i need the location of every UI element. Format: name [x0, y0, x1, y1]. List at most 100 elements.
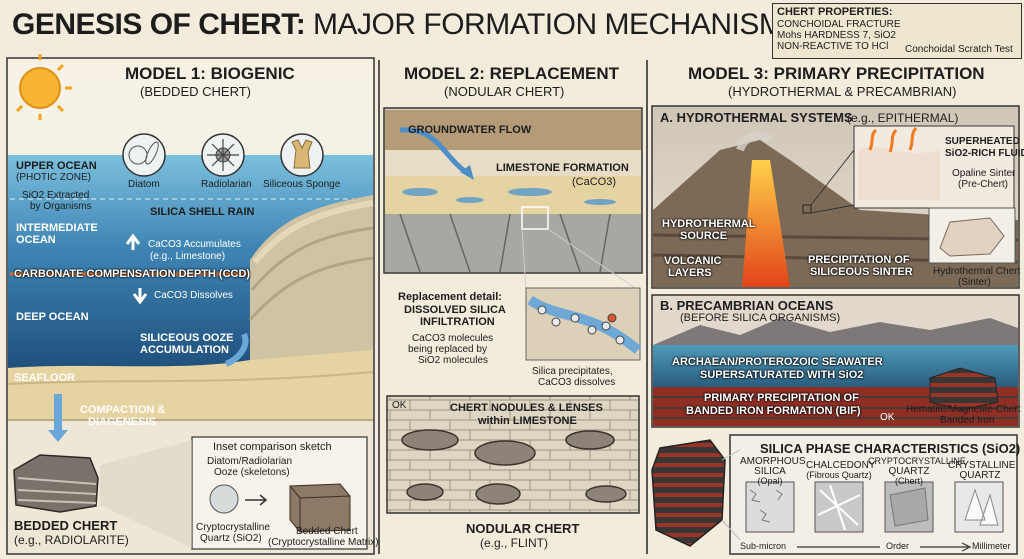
radiolarian-icon	[201, 133, 245, 177]
seafloor-label: SEAFLOOR	[14, 372, 76, 384]
precipitation-sinter-label: PRECIPITATION OF	[808, 254, 910, 266]
scale-right-label: Millimeter	[972, 541, 1011, 551]
infiltration-label: INFILTRATION	[420, 316, 495, 328]
before-silica-organisms-label: (BEFORE SILICA ORGANISMS)	[680, 312, 841, 324]
photic-zone-label: (PHOTIC ZONE)	[16, 172, 91, 183]
ooze-arrow	[224, 332, 249, 367]
property-line: CONCHOIDAL FRACTURE	[777, 19, 901, 30]
caco3-molecules-label: CaCO3 molecules	[412, 333, 494, 344]
model2-title: MODEL 2: REPLACEMENT	[404, 64, 620, 83]
sio2-fluids-label: SiO2-RICH FLUIDS	[945, 148, 1024, 159]
ok-label: OK	[392, 400, 407, 411]
diatom-label: Diatom	[128, 179, 160, 190]
hydrothermal-source-label: HYDROTHERMAL	[662, 218, 756, 230]
scale-left-label: Sub-micron	[740, 541, 787, 551]
opaline-sinter-label: Opaline Sinter	[952, 168, 1016, 179]
ccd-label: CARBONATE COMPENSATION DEPTH (CCD)	[14, 268, 251, 280]
lava-flow	[742, 160, 790, 287]
flint-label: (e.g., FLINT)	[480, 536, 549, 550]
caco3-accumulates-label: CaCO3 Accumulates	[148, 239, 241, 250]
precambrian-title: B. PRECAMBRIAN OCEANS	[660, 298, 834, 313]
page-title-rest: MAJOR FORMATION MECHANISMS	[313, 8, 803, 41]
limestone-formula-label: (CaCO3)	[572, 176, 617, 188]
model3-subtitle: (HYDROTHERMAL & PRECAMBRIAN)	[728, 84, 957, 99]
bif-sample-rock	[929, 367, 999, 411]
phase-quartz-label: CRYSTALLINE	[948, 460, 1016, 471]
bedded-chert-rock	[13, 454, 99, 513]
compaction-label: COMPACTION &	[80, 404, 166, 416]
ooze-circle	[209, 484, 239, 514]
caco3-dissolves-label-2: CaCO3 dissolves	[538, 377, 616, 388]
inset-ooze-label: Diatom/Radiolarian	[207, 456, 293, 467]
being-replaced-label: being replaced by	[408, 344, 487, 355]
primary-precipitation-label: PRIMARY PRECIPITATION OF	[704, 392, 859, 404]
bedded-chert-block	[289, 483, 351, 533]
by-organisms-label: by Organisms	[30, 201, 92, 212]
ooze-accumulation-label: ACCUMULATION	[140, 344, 230, 356]
intermediate-ocean-label: INTERMEDIATE	[16, 222, 98, 234]
seafloor-sediment	[8, 350, 373, 420]
model2-subtitle: (NODULAR CHERT)	[444, 84, 565, 99]
radiolarite-label: (e.g., RADIOLARITE)	[14, 533, 129, 547]
separator-2	[646, 60, 648, 554]
dissolved-silica-label: DISSOLVED SILICA	[404, 304, 506, 316]
sponge-label: Siliceous Sponge	[263, 179, 341, 190]
model3-title: MODEL 3: PRIMARY PRECIPITATION	[688, 64, 985, 83]
supersaturated-label: SUPERSATURATED WITH SiO2	[700, 369, 864, 381]
model1-title: MODEL 1: BIOGENIC	[125, 64, 295, 83]
bif-label: BANDED IRON FORMATION (BIF)	[686, 405, 861, 417]
replacement-detail-label: Replacement detail:	[398, 291, 502, 303]
sponge-icon	[280, 133, 324, 177]
inset-crypto-label-2: Quartz (SiO2)	[200, 533, 262, 544]
phase-opal-label-2: SILICA	[754, 466, 786, 477]
bedded-chert-label: BEDDED CHERT	[14, 518, 118, 533]
sinter-label: (Sinter)	[958, 277, 991, 288]
ok-label-2: OK	[880, 412, 895, 423]
archaean-seawater-label: ARCHAEAN/PROTEROZOIC SEAWATER	[672, 356, 883, 368]
phase-chalcedony-label: CHALCEDONY	[806, 460, 876, 471]
caco3-dissolves-label: CaCO3 Dissolves	[154, 290, 233, 301]
silica-phase-title: SILICA PHASE CHARACTERISTICS (SiO2)	[760, 441, 1021, 456]
groundwater-label: GROUNDWATER FLOW	[408, 124, 532, 136]
phase-quartz-label-2: QUARTZ	[959, 470, 1001, 481]
sio2-extracted-label: SiO2 Extracted	[22, 190, 90, 201]
inset-title: Inset comparison sketch	[213, 441, 332, 453]
page-title: GENESIS OF CHERT: MAJOR FORMATION MECHAN…	[12, 8, 803, 42]
within-limestone-label: within LIMESTONE	[478, 415, 577, 427]
phase-chert-label: CRYPTOCRYSTALLINE	[868, 456, 966, 466]
pre-chert-label: (Pre-Chert)	[958, 179, 1009, 190]
property-line: NON-REACTIVE TO HCl	[777, 41, 889, 52]
intermediate-ocean-label-2: OCEAN	[16, 234, 56, 246]
phase-swatch-opal	[745, 481, 795, 533]
epithermal-label: (e.g., EPITHERMAL)	[847, 111, 959, 125]
property-line: Mohs HARDNESS 7, SiO2	[777, 30, 896, 41]
phase-chalcedony-label-2: (Fibrous Quartz)	[806, 470, 872, 480]
inset-crypto-label: Cryptocrystalline	[196, 522, 270, 533]
sio2-molecules-label: SiO2 molecules	[418, 355, 489, 366]
layers-label: LAYERS	[668, 267, 712, 279]
deep-ocean-label: DEEP OCEAN	[16, 311, 89, 323]
inset-ooze-label-2: Ooze (skeletons)	[214, 467, 290, 478]
groundwater-arrow	[399, 127, 472, 178]
hematite-label: Hematite/Magnetite-Chert	[906, 404, 1021, 415]
silica-shell-rain-label: SILICA SHELL RAIN	[150, 206, 255, 218]
phase-opal-label-3: (Opal)	[757, 476, 783, 486]
diagenesis-label: DIAGENESIS	[88, 416, 156, 428]
conchoidal-caption: Conchoidal	[905, 44, 956, 55]
model1-subtitle: (BEDDED CHERT)	[140, 84, 251, 99]
phase-opal-label: AMORPHOUS	[740, 456, 806, 467]
inset-bedded-label-2: (Cryptocrystalline Matrix)	[268, 537, 379, 548]
siliceous-sinter-label: SILICEOUS SINTER	[810, 266, 913, 278]
page-title-bold: GENESIS OF CHERT:	[12, 8, 306, 41]
upper-ocean-label: UPPER OCEAN	[16, 160, 97, 172]
volcano	[653, 140, 1018, 287]
radiolarian-label: Radiolarian	[201, 179, 252, 190]
banded-iron-label: Banded Iron	[940, 415, 995, 426]
source-label: SOURCE	[680, 230, 728, 242]
hydrothermal-title: A. HYDROTHERMAL SYSTEMS	[660, 110, 853, 125]
chert-properties-box	[772, 3, 1022, 59]
hydrothermal-chert-label: Hydrothermal Chert	[933, 266, 1021, 277]
inset-bedded-label: Bedded Chert	[296, 526, 358, 537]
properties-heading: CHERT PROPERTIES:	[777, 6, 893, 18]
